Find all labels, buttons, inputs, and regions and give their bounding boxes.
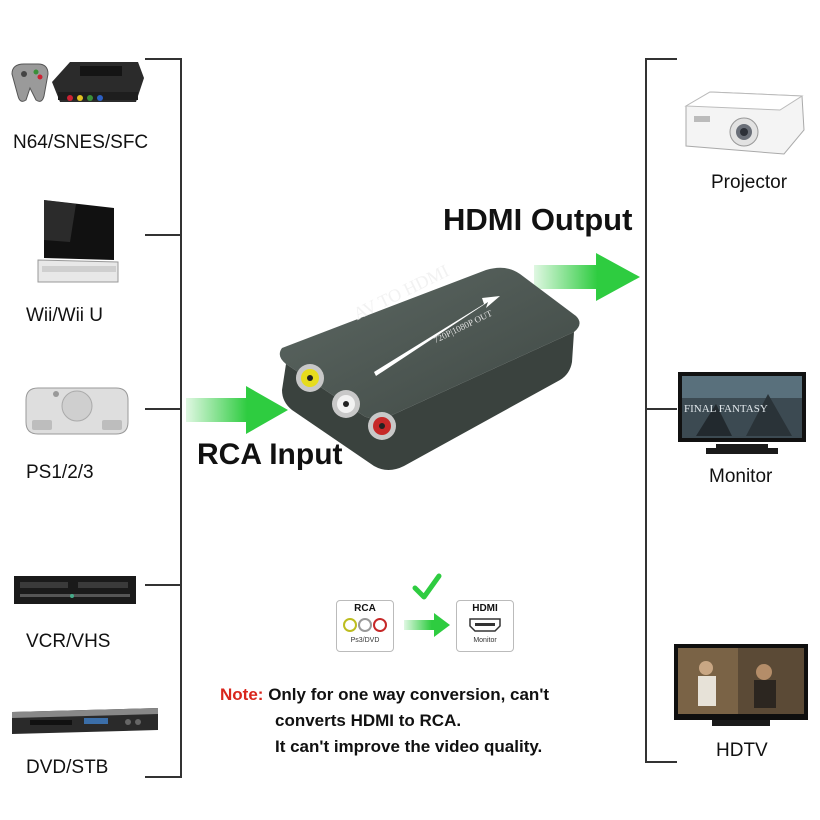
mini-hdmi-sub: Monitor — [473, 637, 497, 644]
left-bracket-tick-2 — [145, 234, 182, 236]
left-bracket-vertical — [180, 58, 182, 778]
display-label-3: HDTV — [716, 740, 768, 761]
output-arrow — [534, 253, 640, 301]
game-console-icon — [11, 62, 144, 102]
rca-jacks-icon — [343, 618, 387, 632]
source-label-4: VCR/VHS — [26, 631, 111, 652]
note-line-2-row: converts HDMI to RCA. — [275, 709, 461, 733]
left-bracket-tick-4 — [145, 584, 182, 586]
left-bracket-tick-3 — [145, 408, 182, 410]
source-label-2: Wii/Wii U — [26, 305, 104, 326]
note-line-1: Only for one way conversion, can't — [268, 685, 550, 704]
dvd-player-icon — [12, 708, 158, 734]
svg-text:FINAL FANTASY: FINAL FANTASY — [684, 403, 768, 415]
mini-rca-sub: Ps3/DVD — [350, 637, 380, 644]
playstation-console-icon — [25, 387, 129, 435]
wii-console-icon — [37, 200, 119, 283]
projector-icon — [684, 91, 805, 155]
vcr-player-icon — [14, 576, 136, 604]
note-block: Note: Only for one way conversion, can't — [220, 683, 549, 707]
note-line-2: converts HDMI to RCA. — [275, 711, 462, 730]
left-bracket-tick-1 — [145, 58, 182, 60]
source-label-1: N64/SNES/SFC — [13, 132, 149, 153]
mini-arrow — [404, 613, 450, 637]
right-bracket-vertical — [645, 58, 647, 763]
right-bracket-tick-1 — [645, 58, 677, 60]
note-line-3: It can't improve the video quality. — [275, 737, 543, 756]
mini-rca-title: RCA — [354, 603, 376, 614]
left-bracket-tick-5 — [145, 776, 182, 778]
source-label-5: DVD/STB — [26, 757, 109, 778]
display-label-2: Monitor — [709, 466, 773, 487]
right-bracket-tick-3 — [645, 761, 677, 763]
check-icon — [412, 573, 442, 600]
note-line-3-row: It can't improve the video quality. — [275, 735, 542, 759]
source-label-3: PS1/2/3 — [26, 462, 94, 483]
input-label: RCA Input — [197, 438, 343, 471]
note-prefix: Note: — [220, 685, 264, 704]
display-label-1: Projector — [711, 172, 788, 193]
hdtv-icon — [674, 644, 808, 726]
monitor-icon: FINAL FANTASY — [678, 372, 806, 454]
right-bracket-tick-2 — [645, 408, 677, 410]
hdmi-port-icon — [469, 618, 501, 632]
mini-hdmi-card: HDMI Monitor — [456, 600, 514, 652]
output-label: HDMI Output — [443, 202, 633, 237]
mini-rca-card: RCA Ps3/DVD — [336, 600, 394, 652]
mini-hdmi-title: HDMI — [472, 603, 498, 614]
converter-device — [279, 267, 580, 470]
input-arrow — [186, 386, 288, 434]
